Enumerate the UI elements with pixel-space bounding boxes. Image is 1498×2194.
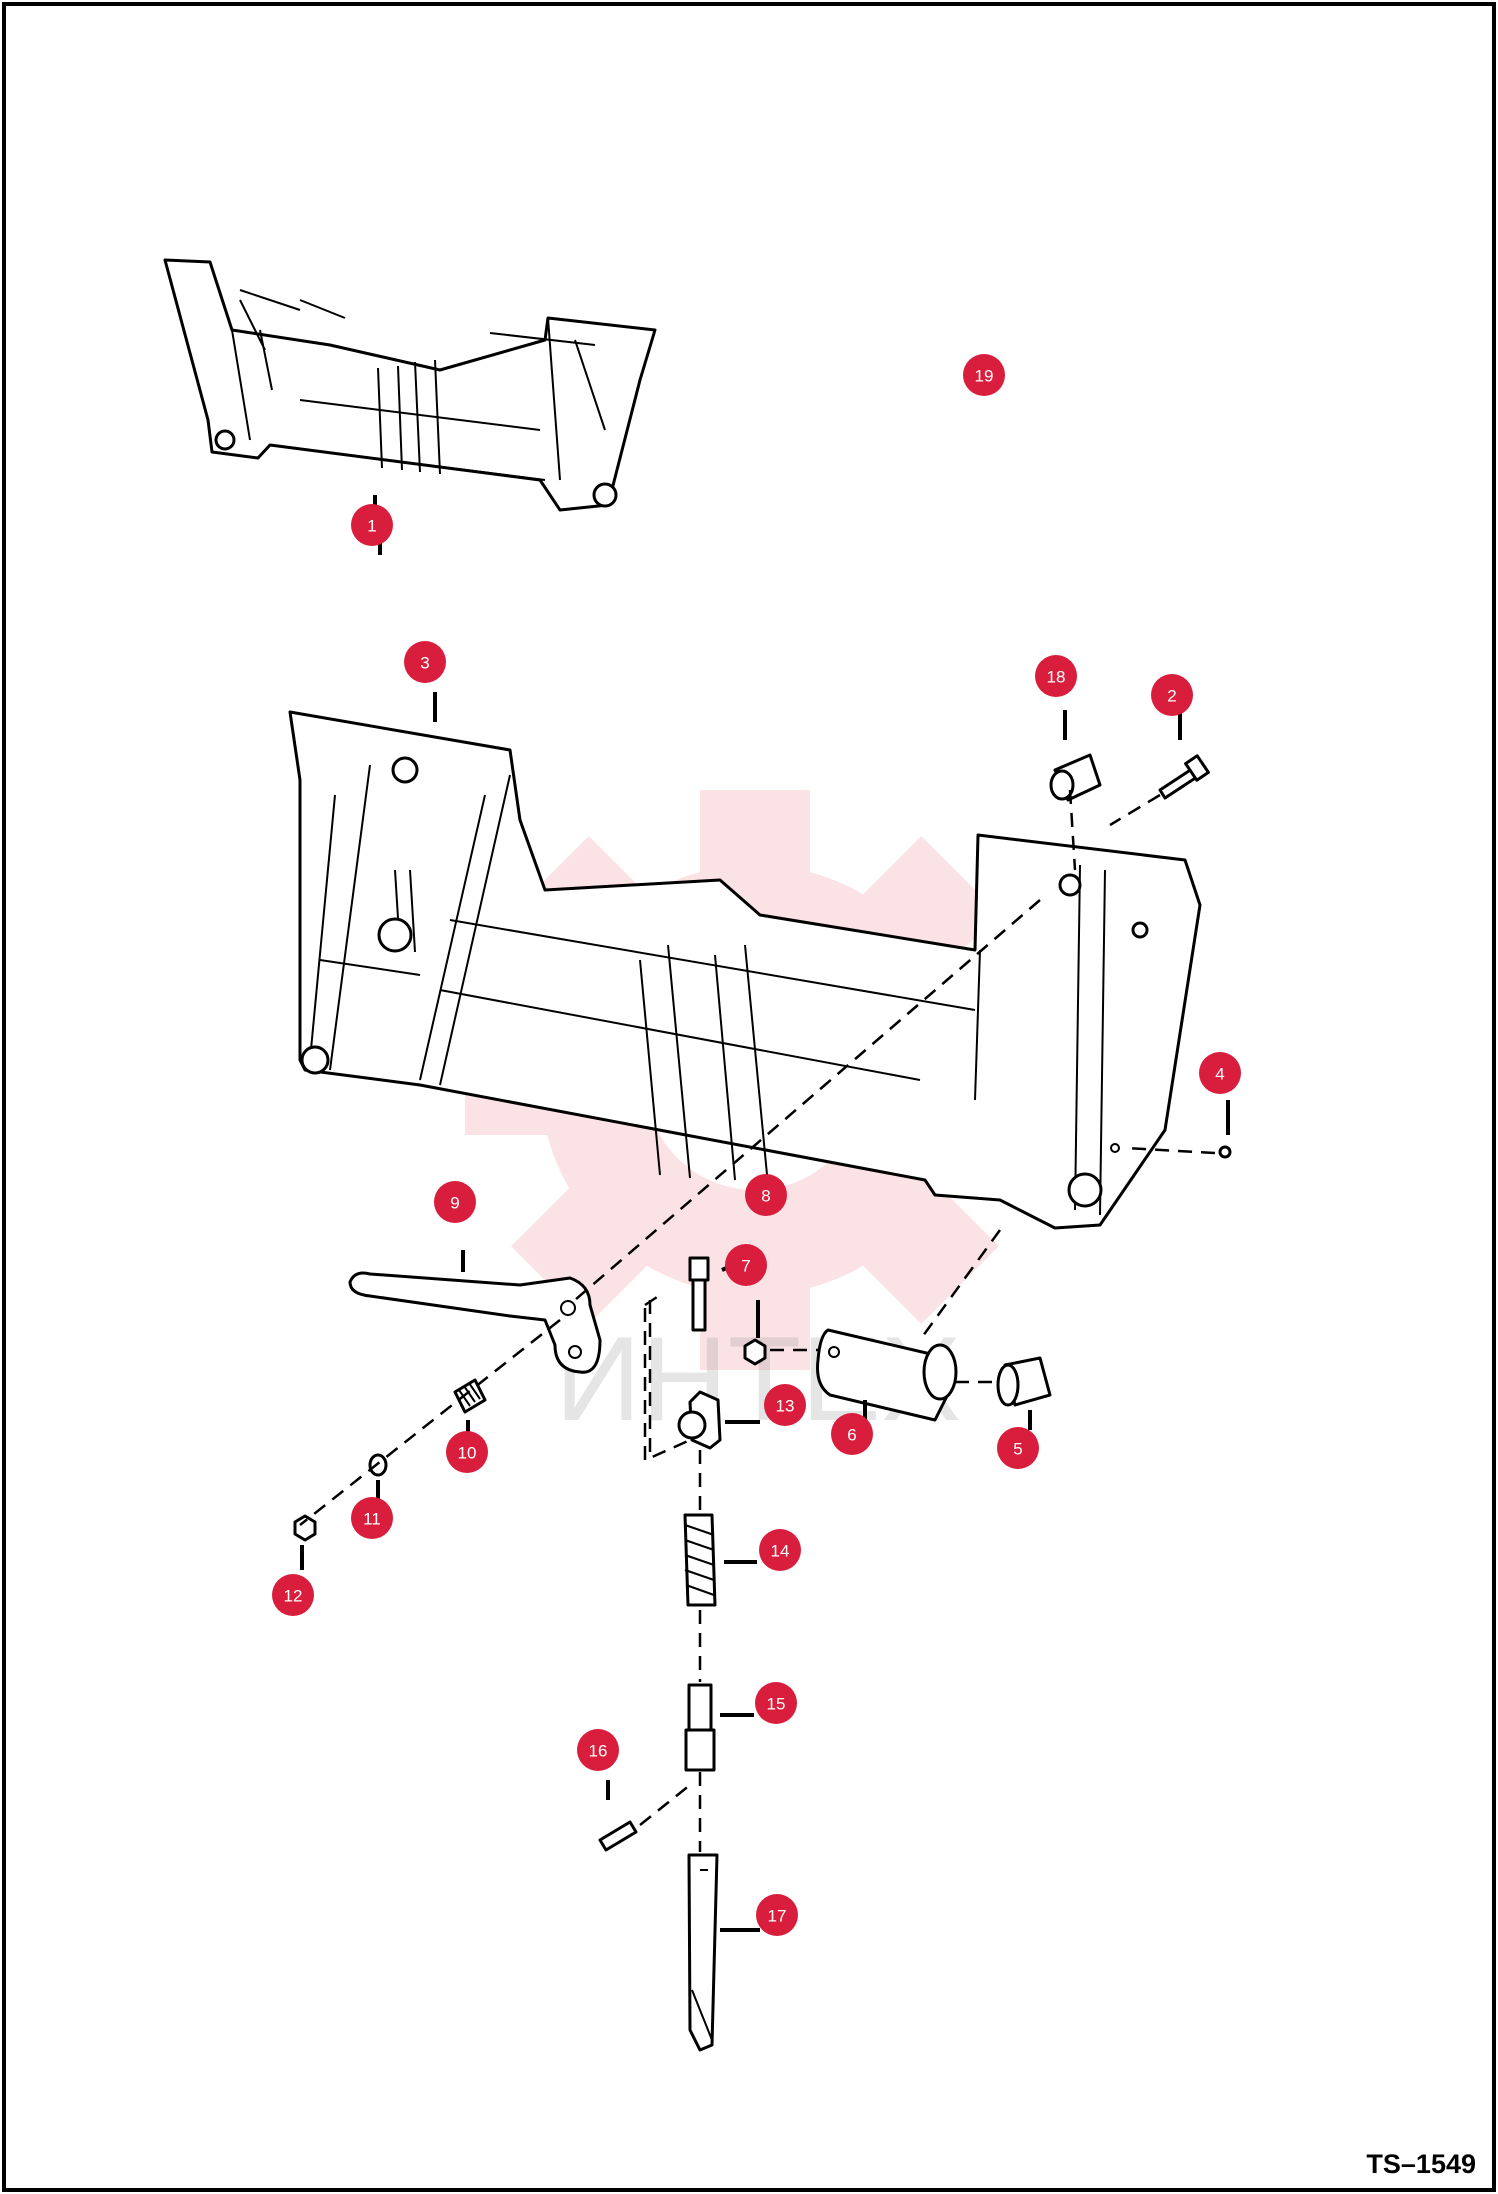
callout-marker (759, 1529, 801, 1571)
callout-marker (764, 1384, 806, 1426)
callout-label: 8 (761, 1187, 770, 1206)
callout-label: 5 (1013, 1440, 1022, 1459)
callout-9: 9 (434, 1181, 476, 1223)
callout-15: 15 (755, 1682, 797, 1724)
callout-marker (1199, 1052, 1241, 1094)
callout-label: 7 (741, 1257, 750, 1276)
callout-label: 12 (284, 1587, 303, 1606)
callout-19: 19 (963, 354, 1005, 396)
spring-14 (683, 1513, 717, 1607)
callout-label: 13 (776, 1397, 795, 1416)
lever-9 (348, 1271, 602, 1374)
callout-8: 8 (745, 1174, 787, 1216)
callout-6: 6 (831, 1413, 873, 1455)
callout-label: 10 (458, 1444, 477, 1463)
callout-marker (1035, 655, 1077, 697)
callout-7: 7 (725, 1244, 767, 1286)
callout-marker (963, 354, 1005, 396)
callout-marker (404, 641, 446, 683)
callout-label: 17 (768, 1907, 787, 1926)
drawing-code: TS–1549 (1366, 2149, 1476, 2179)
callout-3: 3 (404, 641, 446, 683)
latch-pin-17 (687, 1853, 719, 2052)
callout-14: 14 (759, 1529, 801, 1571)
callout-marker (1151, 674, 1193, 716)
callout-label: 16 (589, 1742, 608, 1761)
callout-label: 9 (450, 1194, 459, 1213)
callout-17: 17 (756, 1894, 798, 1936)
bolt-8 (688, 1256, 710, 1332)
callout-marker (831, 1413, 873, 1455)
callout-label: 1 (367, 517, 376, 536)
callout-marker (446, 1431, 488, 1473)
callout-12: 12 (272, 1574, 314, 1616)
callout-11: 11 (351, 1497, 393, 1539)
callout-marker (997, 1427, 1039, 1469)
callout-label: 2 (1167, 687, 1176, 706)
mount-frame-small (163, 258, 657, 512)
callout-marker (577, 1729, 619, 1771)
callout-5: 5 (997, 1427, 1039, 1469)
sleeve-6 (816, 1328, 958, 1422)
callout-label: 15 (767, 1695, 786, 1714)
callout-18: 18 (1035, 655, 1077, 697)
callout-marker (756, 1894, 798, 1936)
callout-2: 2 (1151, 674, 1193, 716)
bushing-5 (996, 1356, 1052, 1407)
callout-4: 4 (1199, 1052, 1241, 1094)
callout-label: 6 (847, 1426, 856, 1445)
bolt-2 (1158, 754, 1210, 800)
callout-1: 1 (351, 504, 393, 546)
clevis-15 (684, 1683, 716, 1772)
latch-13 (677, 1390, 722, 1450)
callout-label: 3 (420, 654, 429, 673)
callout-marker (272, 1574, 314, 1616)
callout-marker (434, 1181, 476, 1223)
callout-marker (351, 504, 393, 546)
bushing-18 (1049, 753, 1102, 802)
callout-10: 10 (446, 1431, 488, 1473)
nut-12 (293, 1514, 317, 1542)
callout-13: 13 (764, 1384, 806, 1426)
screw-4 (1218, 1145, 1232, 1159)
pin-16 (598, 1820, 638, 1852)
callout-label: 11 (363, 1510, 381, 1529)
callout-16: 16 (577, 1729, 619, 1771)
callout-marker (725, 1244, 767, 1286)
nut-7 (743, 1338, 767, 1366)
callout-marker (745, 1174, 787, 1216)
callout-label: 14 (771, 1542, 790, 1561)
callout-label: 18 (1047, 668, 1066, 687)
mount-frame-main (288, 710, 1202, 1230)
spring-10 (453, 1378, 487, 1414)
callout-label: 19 (975, 367, 994, 386)
assembly-lines (299, 789, 1216, 1852)
callout-marker (755, 1682, 797, 1724)
callout-label: 4 (1215, 1065, 1224, 1084)
callout-marker (351, 1497, 393, 1539)
